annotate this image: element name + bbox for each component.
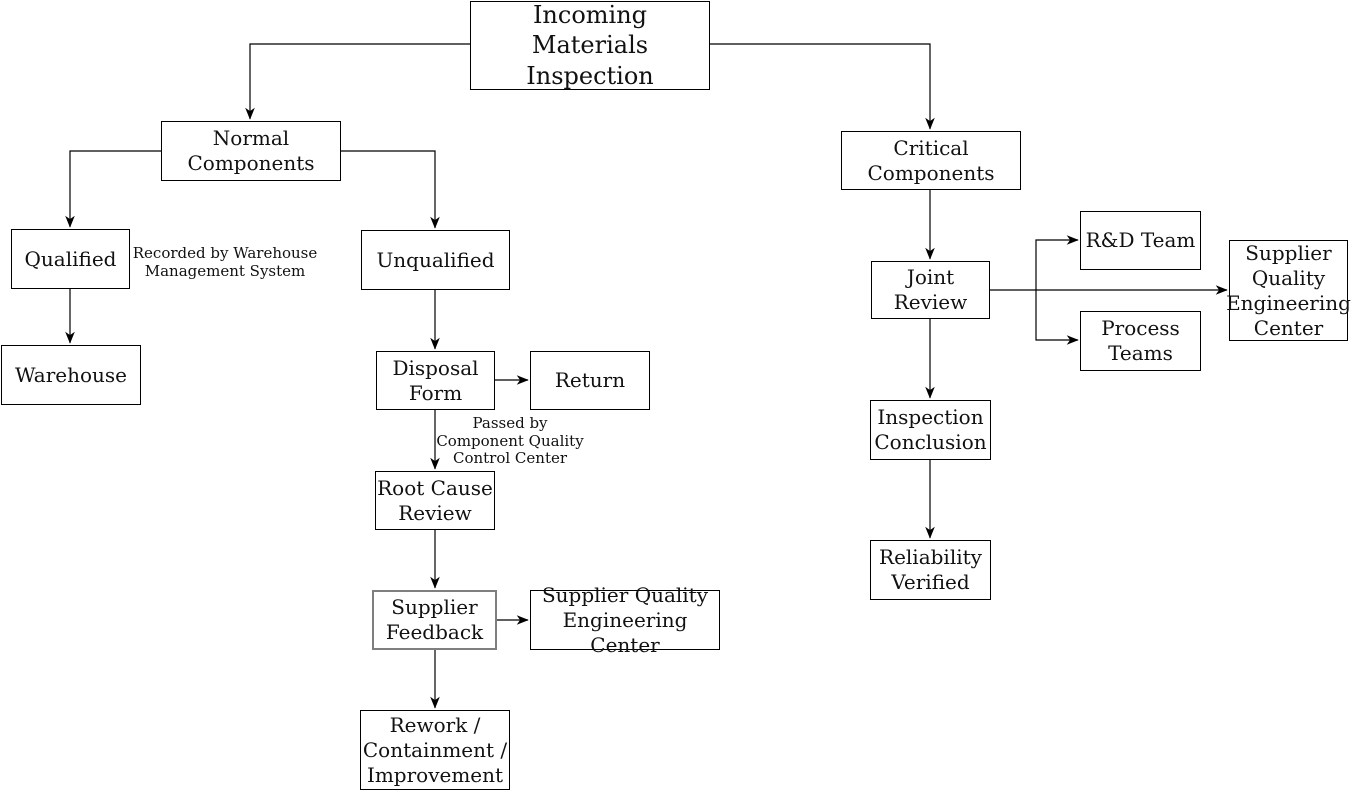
node-disposal-form-label: Disposal Form xyxy=(392,355,479,405)
node-normal-components-label: Normal Components xyxy=(187,126,315,175)
node-supplier-quality-engineering-center-left-label: Supplier Quality Engineering Center xyxy=(541,582,709,657)
node-joint-review: Joint Review xyxy=(871,261,990,319)
node-normal-components: Normal Components xyxy=(161,121,341,181)
node-incoming-materials-inspection-label: Incoming Materials Inspection xyxy=(526,0,654,90)
node-warehouse-label: Warehouse xyxy=(14,362,128,387)
annotation-passed-by-component-quality-control-center: Passed by Component Quality Control Cent… xyxy=(436,414,584,468)
node-process-teams-label: Process Teams xyxy=(1101,316,1180,365)
node-rnd-team: R&D Team xyxy=(1080,211,1201,270)
node-return: Return xyxy=(530,351,650,410)
node-qualified-label: Qualified xyxy=(24,246,117,271)
edge-normal-to-qualified xyxy=(65,150,161,228)
node-joint-review-label: Joint Review xyxy=(893,265,968,314)
annotation-recorded-by-warehouse-management-system: Recorded by Warehouse Management System xyxy=(132,244,318,280)
node-unqualified: Unqualified xyxy=(361,230,510,290)
edge-branch-to-process xyxy=(1035,290,1079,345)
node-disposal-form: Disposal Form xyxy=(376,351,495,410)
node-reliability-verified: Reliability Verified xyxy=(870,540,991,600)
node-critical-components: Critical Components xyxy=(841,131,1021,190)
edge-branch-to-rnd xyxy=(1035,235,1079,290)
node-supplier-quality-engineering-center-right-label: Supplier Quality Engineering Center xyxy=(1226,240,1351,340)
node-inspection-conclusion: Inspection Conclusion xyxy=(870,400,991,460)
node-supplier-quality-engineering-center-right: Supplier Quality Engineering Center xyxy=(1226,240,1351,341)
node-unqualified-label: Unqualified xyxy=(376,247,495,272)
node-supplier-feedback-label: Supplier Feedback xyxy=(385,595,484,644)
node-return-label: Return xyxy=(554,368,626,392)
edge-title-to-critical xyxy=(710,43,935,130)
node-qualified: Qualified xyxy=(11,229,130,289)
node-critical-components-label: Critical Components xyxy=(867,135,995,185)
node-rnd-team-label: R&D Team xyxy=(1085,228,1196,252)
node-rework-containment-improvement: Rework / Containment / Improvement xyxy=(360,710,510,790)
node-inspection-conclusion-label: Inspection Conclusion xyxy=(874,405,987,454)
node-warehouse: Warehouse xyxy=(1,345,141,405)
node-supplier-feedback: Supplier Feedback xyxy=(372,590,497,650)
node-rework-containment-improvement-label: Rework / Containment / Improvement xyxy=(362,712,508,787)
node-supplier-quality-engineering-center-left: Supplier Quality Engineering Center xyxy=(530,583,720,657)
node-root-cause-review: Root Cause Review xyxy=(375,471,495,530)
edge-title-to-normal xyxy=(245,43,470,120)
edge-normal-to-unqualified xyxy=(341,150,440,229)
node-reliability-verified-label: Reliability Verified xyxy=(879,545,982,594)
node-process-teams: Process Teams xyxy=(1080,311,1201,371)
node-incoming-materials-inspection: Incoming Materials Inspection xyxy=(470,1,710,90)
node-root-cause-review-label: Root Cause Review xyxy=(377,475,493,525)
